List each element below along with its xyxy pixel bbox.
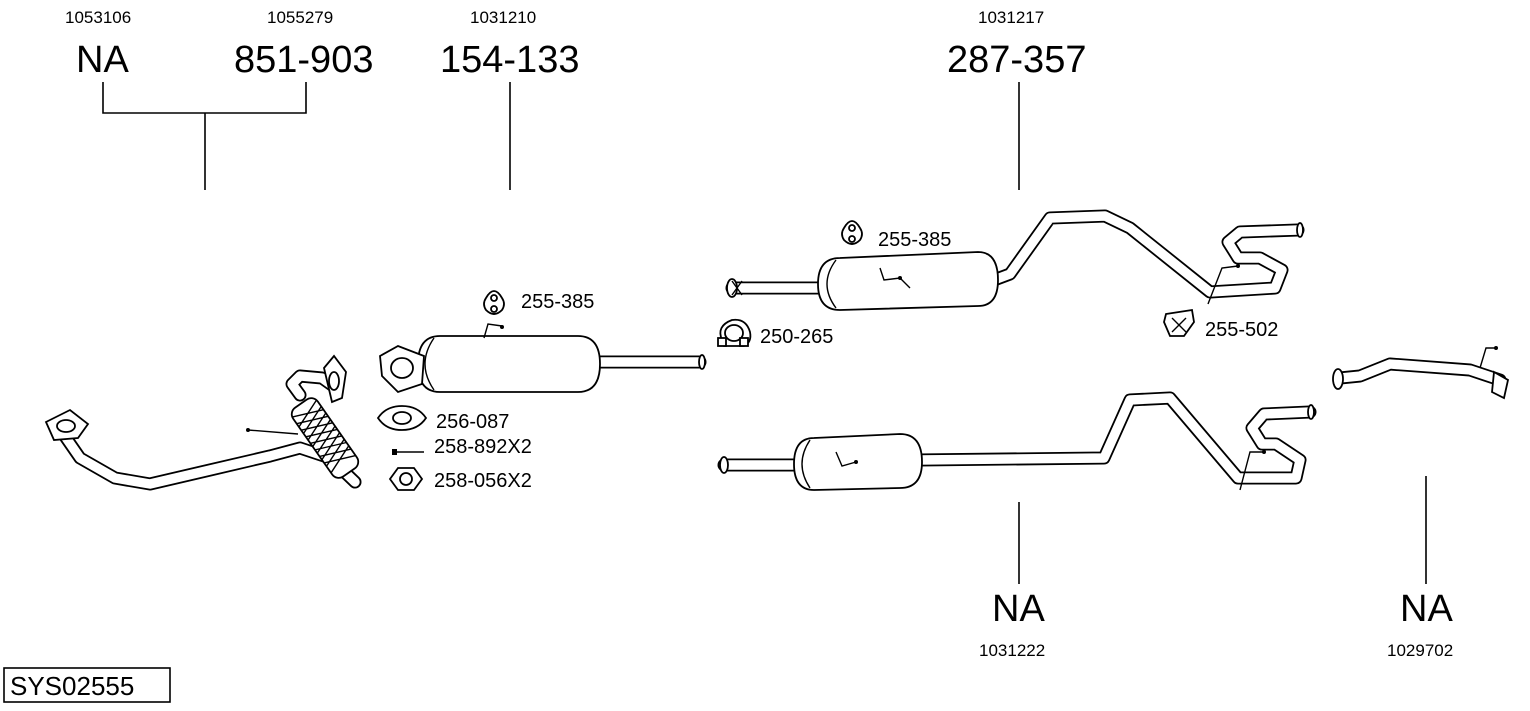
hanger-icon-1 xyxy=(483,290,505,315)
center-silencer xyxy=(379,323,707,394)
rear-silencer-top xyxy=(725,209,1305,311)
system-code: SYS02555 xyxy=(10,671,134,701)
ref-number-1053106: 1053106 xyxy=(65,8,131,27)
leader-lines-bottom xyxy=(1018,476,1427,584)
part-number-na-rear: NA xyxy=(992,588,1045,630)
part-number-na-tail: NA xyxy=(1400,588,1453,630)
rear-silencer-bottom xyxy=(717,391,1317,491)
part-number-154-133: 154-133 xyxy=(440,39,579,81)
label-clamp: 250-265 xyxy=(760,326,833,348)
bolt-icon xyxy=(392,449,424,455)
label-hanger-3: 255-502 xyxy=(1205,319,1278,341)
hanger-icon-3 xyxy=(1163,308,1195,337)
leader-lines-top xyxy=(102,82,1020,190)
part-number-851-903: 851-903 xyxy=(234,39,373,81)
ref-number-1031217: 1031217 xyxy=(978,8,1044,27)
label-gasket: 256-087 xyxy=(436,411,509,433)
label-hanger-2: 255-385 xyxy=(878,229,951,251)
gasket-icon xyxy=(376,405,428,431)
label-nut: 258-056X2 xyxy=(434,470,532,492)
ref-number-1029702: 1029702 xyxy=(1387,641,1453,660)
label-hanger-1: 255-385 xyxy=(521,291,594,313)
clamp-icon xyxy=(717,318,752,347)
part-number-287-357: 287-357 xyxy=(947,39,1086,81)
nut-icon xyxy=(388,467,424,491)
tail-pipe xyxy=(1332,346,1510,400)
label-bolt: 258-892X2 xyxy=(434,436,532,458)
ref-number-1031222: 1031222 xyxy=(979,641,1045,660)
ref-number-1031210: 1031210 xyxy=(470,8,536,27)
front-pipe-assembly xyxy=(44,354,362,491)
part-number-na-front: NA xyxy=(76,39,129,81)
ref-number-1055279: 1055279 xyxy=(267,8,333,27)
flex-hose xyxy=(290,397,360,479)
hanger-icon-2 xyxy=(841,220,863,245)
system-code-box: SYS02555 xyxy=(3,667,171,703)
